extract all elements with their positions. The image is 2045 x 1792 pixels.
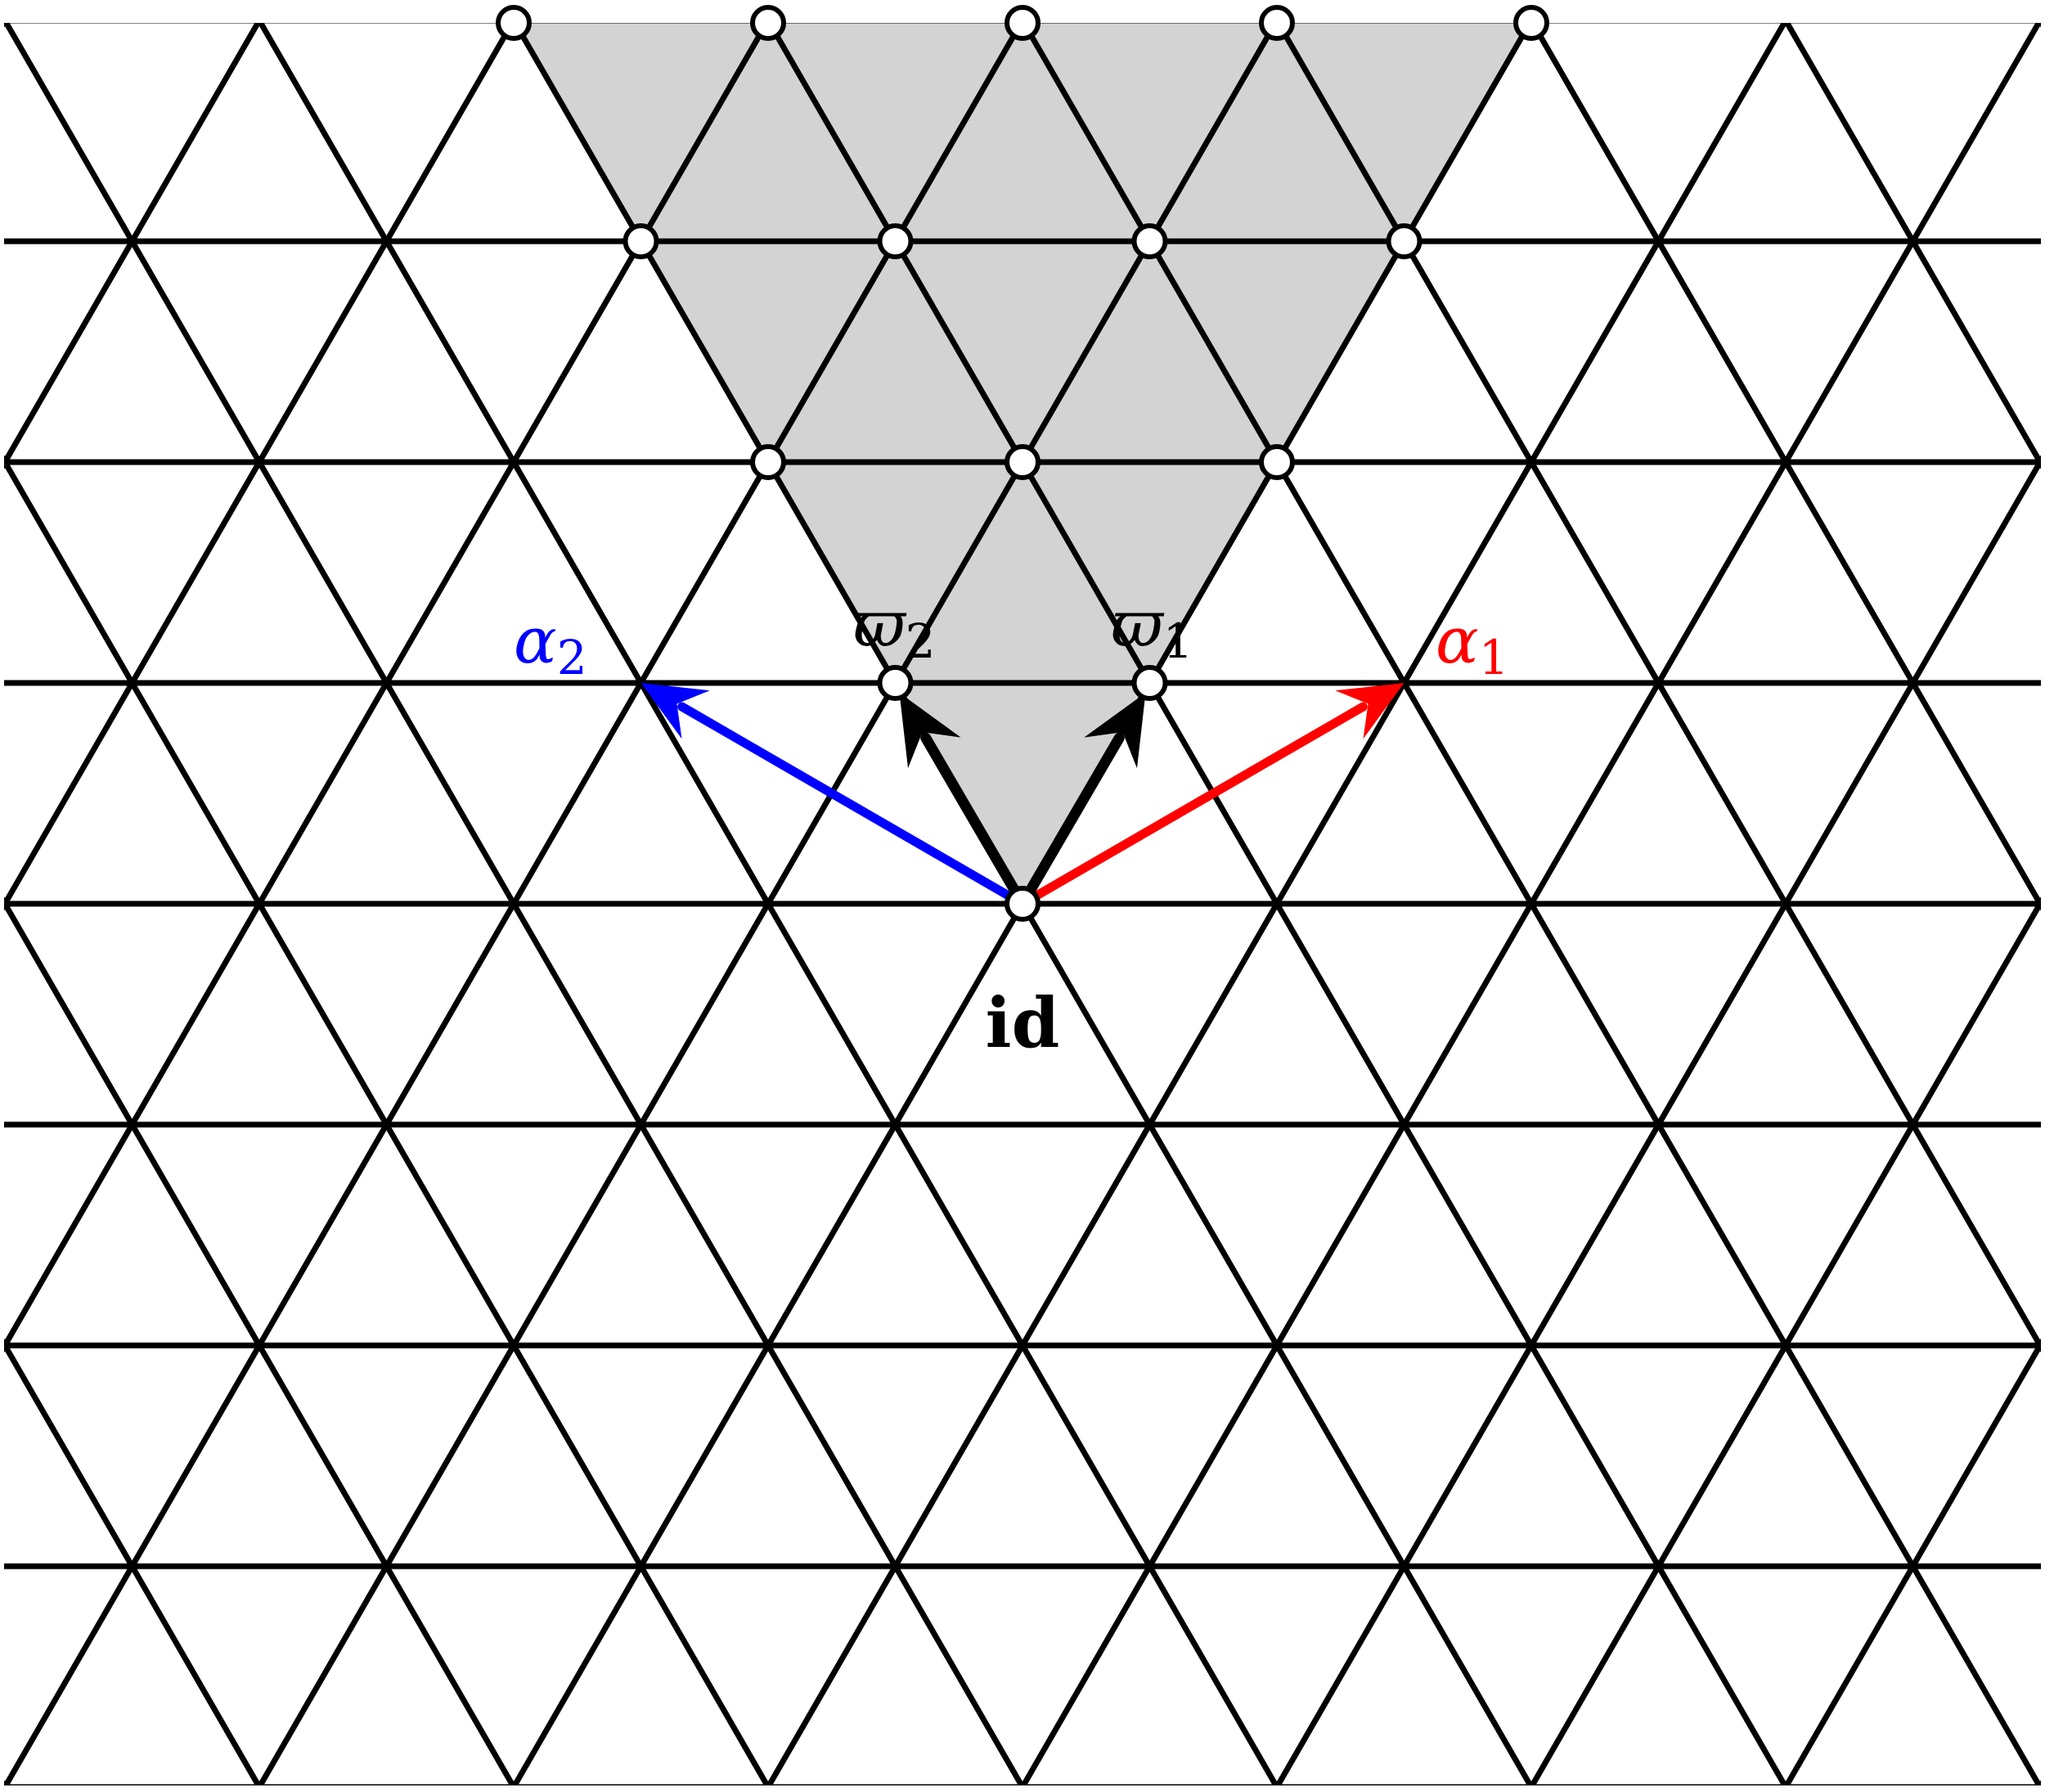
alpha2-index: 2 <box>557 630 587 685</box>
vertex-icon <box>1386 223 1423 259</box>
vertex-icon <box>1131 223 1168 259</box>
identity-label: id <box>986 982 1060 1063</box>
vertex-icon <box>1259 5 1295 41</box>
alpha2-symbol: α <box>514 604 557 678</box>
lattice-line-rising <box>4 23 262 469</box>
lattice-line-falling <box>257 23 1279 1785</box>
alpha2-arrow-shaft <box>677 702 1027 909</box>
vertex-icon <box>1259 444 1295 480</box>
omega2-arrow-shaft <box>920 732 1028 909</box>
vector-arrows <box>640 683 1405 909</box>
vertex-icon <box>1005 5 1040 41</box>
vertex-icon <box>1131 665 1168 701</box>
lattice-line-falling <box>4 896 516 1785</box>
omega2-arrow-arrowhead <box>899 693 961 769</box>
vertex-icon <box>1005 886 1040 922</box>
alpha1-symbol: α <box>1436 604 1479 678</box>
vertex-icon <box>1513 5 1549 41</box>
lattice-line-falling <box>1020 23 2041 1785</box>
lattice-line-rising <box>1783 1338 2041 1785</box>
omega2-label: ϖ2 <box>853 588 936 669</box>
alpha2-arrow-arrowhead <box>640 683 710 739</box>
vertex-icon <box>622 223 659 259</box>
vertex-icon <box>496 5 532 41</box>
lattice-line-falling <box>4 1338 262 1785</box>
lattice-line-falling <box>766 23 1788 1785</box>
vertex-icon <box>877 223 914 259</box>
alpha1-arrow-shaft <box>1018 702 1368 909</box>
vertex-icon <box>750 5 786 41</box>
omega2-symbol: ϖ <box>853 588 907 662</box>
omega2-index: 2 <box>906 613 936 669</box>
lattice-line-falling <box>1274 23 2041 1353</box>
alpha1-index: 1 <box>1479 630 1509 685</box>
omega1-index: 1 <box>1163 613 1193 669</box>
omega1-symbol: ϖ <box>1111 588 1165 662</box>
alpha1-arrow-arrowhead <box>1335 683 1405 739</box>
lattice-line-falling <box>1783 23 2041 469</box>
omega1-label: ϖ1 <box>1111 588 1193 669</box>
lattice-line-falling <box>4 23 1025 1785</box>
alpha1-label: α1 <box>1436 604 1509 685</box>
alpha2-label: α2 <box>514 604 587 685</box>
lattice-vertices <box>496 5 1549 922</box>
omega1-arrow-arrowhead <box>1084 693 1146 769</box>
lattice-line-falling <box>4 455 771 1785</box>
lattice-line-falling <box>1529 23 2041 911</box>
vertex-icon <box>750 444 786 480</box>
triangular-lattice <box>4 23 2041 1785</box>
omega1-arrow-shaft <box>1017 732 1125 909</box>
vertex-icon <box>1005 444 1040 480</box>
vertex-icon <box>877 665 914 701</box>
